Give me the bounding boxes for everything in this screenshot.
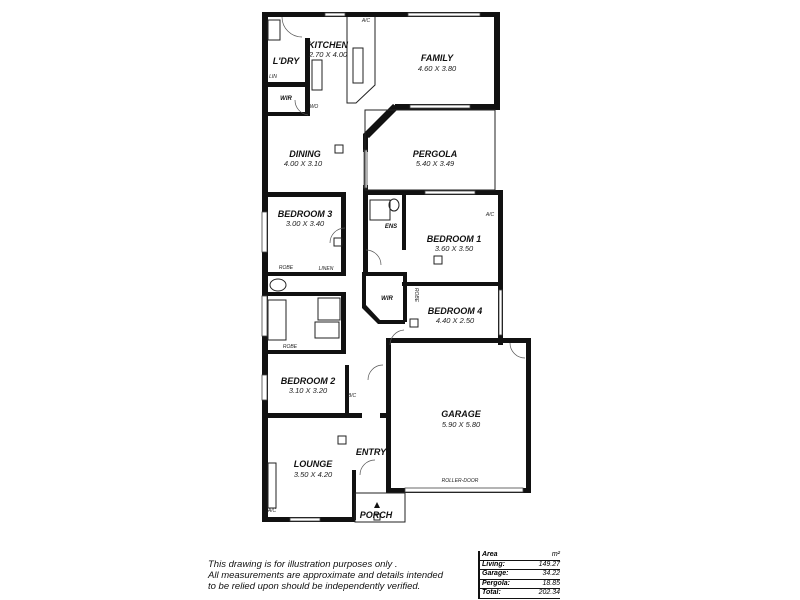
entry-label: ENTRY xyxy=(356,447,387,457)
porch-label: PORCH xyxy=(360,510,393,520)
area-row: Garage: 34.22 xyxy=(480,570,560,580)
ac-label-bedroom1: A/C xyxy=(485,212,495,218)
area-row-label: Total: xyxy=(482,589,501,596)
wir2-label: WIR xyxy=(381,296,393,302)
bedroom4-dims: 4.40 X 2.50 xyxy=(436,316,475,325)
disclaimer-line: to be relied upon should be independentl… xyxy=(208,581,421,592)
area-row: Pergola: 18.85 xyxy=(480,579,560,589)
dining-label: DINING xyxy=(289,149,321,159)
roller-door-label: ROLLER-DOOR xyxy=(442,478,479,484)
bedroom2-label: BEDROOM 2 xyxy=(281,376,336,386)
ensuite-label: ENS xyxy=(385,224,397,230)
area-row-value: 18.85 xyxy=(542,579,560,587)
windows xyxy=(261,12,524,522)
area-header-label: Area xyxy=(482,551,498,558)
walls xyxy=(262,12,531,522)
disclaimer: This drawing is for illustration purpose… xyxy=(208,559,470,592)
ac-label-kitchen: A/C xyxy=(361,18,371,24)
lin-label: LIN xyxy=(269,74,277,80)
area-row-value: 202.34 xyxy=(538,589,560,596)
dining-dims: 4.00 X 3.10 xyxy=(284,159,323,168)
kitchen-label: KITCHEN xyxy=(308,40,348,50)
wo-label: WO xyxy=(310,104,319,110)
robe-b4-label: ROBE xyxy=(413,288,419,303)
lounge-label: LOUNGE xyxy=(294,459,333,469)
disclaimer-line: All measurements are approximate and det… xyxy=(208,570,443,581)
bedroom2-dims: 3.10 X 3.20 xyxy=(289,386,328,395)
laundry-label: L'DRY xyxy=(273,56,300,66)
bedroom3-label: BEDROOM 3 xyxy=(278,209,333,219)
lounge-dims: 3.50 X 4.20 xyxy=(294,470,333,479)
bic-label: B/C xyxy=(348,393,357,399)
disclaimer-line: This drawing is for illustration purpose… xyxy=(208,559,398,570)
area-row-label: Garage: xyxy=(482,570,509,577)
area-row-label: Living: xyxy=(482,560,505,568)
pergola-label: PERGOLA xyxy=(413,149,458,159)
robe1-label: ROBE xyxy=(279,265,294,271)
bedroom1-dims: 3.60 X 3.50 xyxy=(435,244,474,253)
area-row-label: Pergola: xyxy=(482,579,511,587)
wir-label: WIR xyxy=(280,96,292,102)
area-row-value: 149.27 xyxy=(538,560,560,568)
ac-label-lounge: A/C xyxy=(267,508,277,514)
linen-label: LINEN xyxy=(319,266,334,272)
bedroom3-dims: 3.00 X 3.40 xyxy=(286,219,325,228)
pergola-dims: 5.40 X 3.49 xyxy=(416,159,455,168)
bedroom1-label: BEDROOM 1 xyxy=(427,234,482,244)
area-row-value: 34.22 xyxy=(542,570,560,577)
area-table-header: Area m² xyxy=(480,551,560,561)
fixtures xyxy=(267,17,496,523)
area-row: Total: 202.34 xyxy=(480,589,560,599)
area-table: Area m² Living: 149.27 Garage: 34.22 Pergol… xyxy=(478,551,560,599)
robe2-label: ROBE xyxy=(283,344,298,350)
family-dims: 4.60 X 3.80 xyxy=(418,64,457,73)
area-header-unit: m² xyxy=(551,551,560,558)
kitchen-dims: 2.70 X 4.00 xyxy=(308,50,348,59)
door-swings xyxy=(281,16,526,476)
family-label: FAMILY xyxy=(421,53,454,63)
garage-label: GARAGE xyxy=(441,409,481,419)
area-row: Living: 149.27 xyxy=(480,560,560,570)
bedroom4-label: BEDROOM 4 xyxy=(428,306,483,316)
garage-dims: 5.90 X 5.80 xyxy=(442,420,481,429)
